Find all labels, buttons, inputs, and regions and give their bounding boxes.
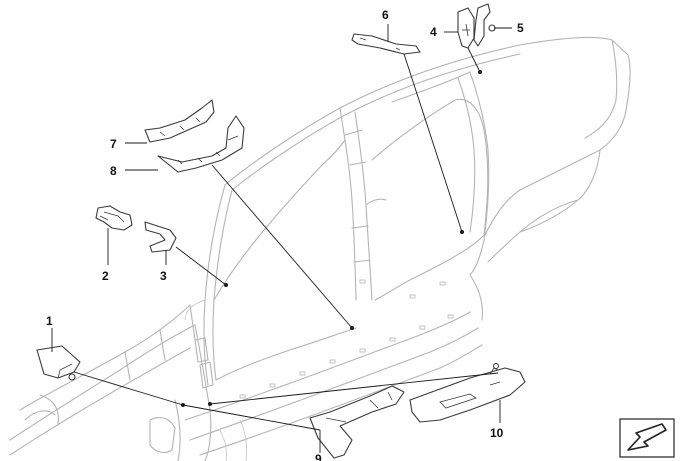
car-body-side-frame bbox=[9, 37, 631, 461]
part-3-shape bbox=[144, 221, 177, 253]
part-1-shape bbox=[36, 345, 81, 381]
part-4-shape bbox=[457, 7, 475, 49]
arrow-down-left-icon bbox=[627, 423, 667, 451]
leader-lines bbox=[51, 24, 512, 453]
callout-7: 7 bbox=[110, 137, 117, 151]
part-6-shape bbox=[351, 33, 421, 55]
callout-4: 4 bbox=[430, 25, 437, 39]
part-2-shape bbox=[95, 205, 133, 231]
part-5-shape bbox=[473, 3, 496, 47]
callout-9: 9 bbox=[315, 452, 322, 461]
callout-labels: 1 2 3 4 5 6 7 8 9 10 bbox=[46, 8, 524, 461]
callout-3: 3 bbox=[160, 269, 167, 283]
nav-arrow-button[interactable] bbox=[619, 418, 675, 458]
part-9-shape bbox=[309, 385, 405, 459]
callout-8: 8 bbox=[110, 164, 117, 178]
callout-10: 10 bbox=[490, 426, 504, 440]
callout-2: 2 bbox=[102, 269, 109, 283]
part-8-shape bbox=[157, 115, 245, 173]
part-10-shape bbox=[409, 362, 526, 423]
part-7-shape bbox=[144, 99, 215, 143]
callout-5: 5 bbox=[517, 21, 524, 35]
callout-1: 1 bbox=[46, 314, 53, 328]
callout-6: 6 bbox=[382, 8, 389, 22]
